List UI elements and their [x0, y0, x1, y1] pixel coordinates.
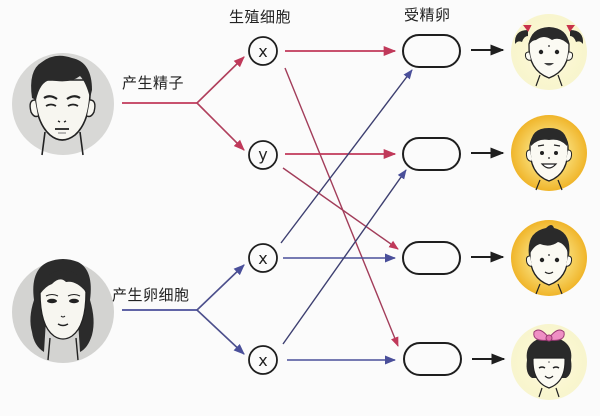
development-arrows [471, 44, 506, 365]
mother-portrait [12, 259, 114, 363]
child-3 [511, 220, 587, 296]
produce-egg-label: 产生卵细胞 [112, 286, 190, 304]
child-1 [511, 14, 587, 90]
gamete-sperm-y: y [248, 140, 278, 170]
zygote-2 [402, 137, 461, 171]
mother-face-icon [30, 259, 94, 361]
gamete-sperm-x: x [248, 36, 278, 66]
zygote-3 [402, 241, 461, 275]
father-portrait [12, 53, 114, 156]
produce-sperm-label: 产生精子 [122, 74, 185, 92]
gamete-egg-x-2: x [248, 345, 278, 375]
child-4 [511, 324, 587, 400]
gamete-symbol: y [258, 145, 267, 164]
zygote-header: 受精卵 [404, 6, 451, 24]
boy-face-icon [525, 225, 573, 295]
sperm-branch [122, 56, 245, 151]
girl-bow-face-icon [526, 329, 572, 398]
child-2 [511, 115, 587, 191]
gamete-symbol: x [258, 351, 267, 370]
zygote-1 [402, 34, 461, 68]
boy-face-icon [525, 128, 573, 191]
girl-pigtails-face-icon [514, 25, 584, 87]
egg-branch [122, 264, 245, 355]
gamete-symbol: x [258, 42, 267, 61]
gamete-egg-x-1: x [248, 243, 278, 273]
bow-icon [533, 329, 565, 342]
father-face-icon [29, 55, 96, 156]
zygote-4 [403, 342, 462, 376]
fertilization-lines [280, 45, 413, 365]
gamete-symbol: x [258, 249, 267, 268]
gametes-header: 生殖细胞 [229, 8, 292, 26]
